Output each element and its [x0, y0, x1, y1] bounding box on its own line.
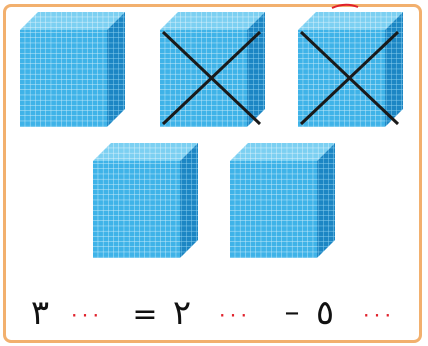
minus-sign: – [285, 295, 300, 330]
subtrahend-digit: ٢ [173, 293, 191, 333]
equals-sign: = [132, 297, 157, 332]
subtraction-equation: ٣ ٠٠٠ = ٢ ٠٠٠ – ٥ ٠٠٠ [0, 288, 428, 338]
thousand-cube-5 [230, 143, 335, 258]
subtrahend-zeros: ٠٠٠ [217, 302, 249, 326]
result-zeros: ٠٠٠ [69, 302, 101, 326]
thousand-cube-3-crossed [298, 12, 403, 127]
frame-top-mark [330, 0, 360, 10]
minuend-zeros: ٠٠٠ [361, 302, 393, 326]
thousand-cube-2-crossed [160, 12, 265, 127]
thousand-cube-1 [20, 12, 125, 127]
minuend-digit: ٥ [316, 293, 334, 333]
result-digit: ٣ [31, 293, 49, 333]
thousand-cube-4 [93, 143, 198, 258]
